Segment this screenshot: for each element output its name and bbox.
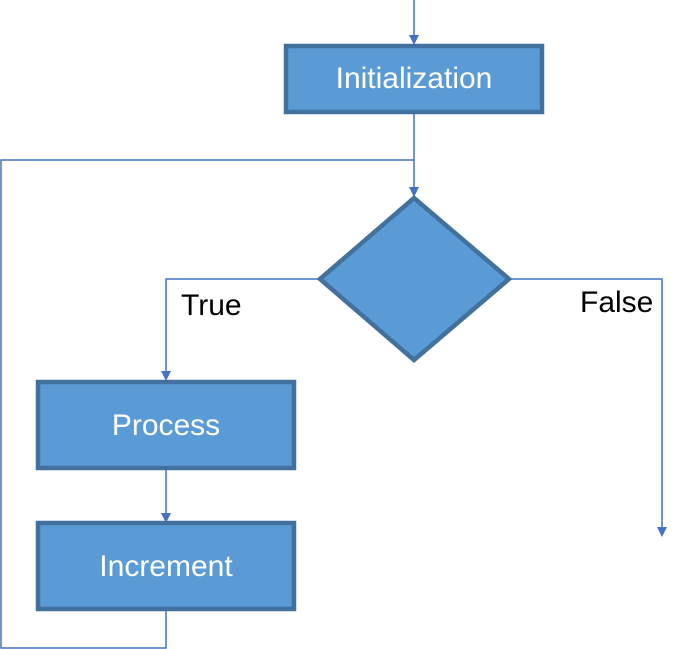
initialization-box (283, 43, 545, 115)
increment-box (35, 520, 297, 612)
condition-node (316, 195, 513, 363)
increment-node: Increment (35, 520, 297, 612)
initialization-node: Initialization (283, 43, 545, 115)
connectors (0, 0, 667, 649)
false-branch-arrow (509, 278, 667, 537)
process-label: Process (112, 409, 220, 442)
true-branch-arrow (161, 278, 320, 381)
condition-diamond (316, 195, 513, 363)
process-box (35, 379, 297, 471)
process-node: Process (35, 379, 297, 471)
loop-back-line (0, 159, 414, 649)
initialization-label: Initialization (336, 62, 493, 95)
increment-label: Increment (99, 550, 233, 583)
true-branch-label: True (181, 289, 242, 322)
false-branch-label: False (580, 286, 653, 319)
